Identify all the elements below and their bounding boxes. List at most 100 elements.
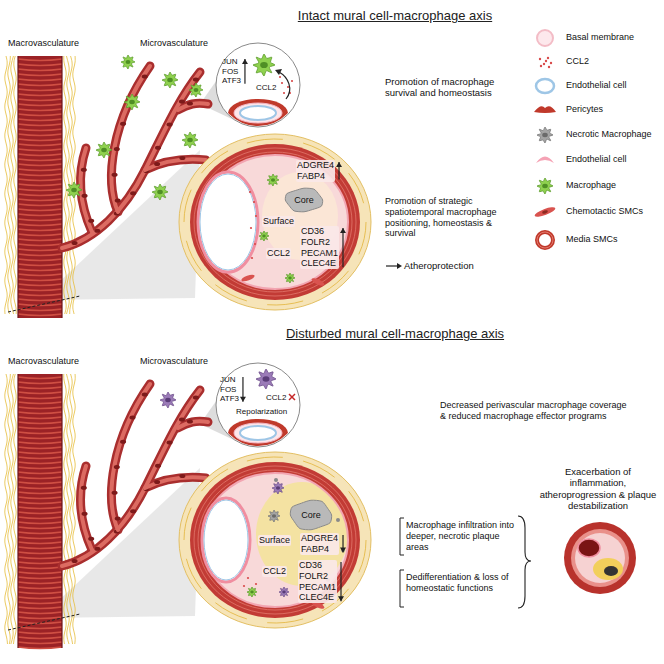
necrotic-area [604, 566, 618, 576]
inset-ground [216, 363, 300, 447]
basal-membrane [234, 103, 282, 123]
cell-nucleus [282, 591, 286, 594]
smooth-muscle-band [18, 502, 62, 504]
smooth-muscle-band [18, 647, 62, 649]
smooth-muscle-band [18, 134, 62, 136]
smooth-muscle-band [18, 442, 62, 444]
smooth-muscle-band [18, 497, 62, 499]
smooth-muscle-band [18, 572, 62, 574]
endothelium [240, 106, 276, 120]
region-label: Microvasculature [140, 38, 208, 49]
regulation-arrow [340, 535, 346, 553]
chemotactic-smc [311, 277, 326, 287]
smooth-muscle-band [18, 179, 62, 181]
cell-nucleus [167, 78, 173, 82]
pericyte [114, 465, 120, 469]
smooth-muscle-band [18, 552, 62, 554]
smooth-muscle-band [18, 557, 62, 559]
chemokine-dot [255, 583, 257, 585]
adventitia-fiber [14, 56, 16, 314]
arrow-head [340, 548, 346, 553]
effect-note: Promotion of strategic spatiotemporal ma… [385, 196, 525, 239]
capillary-lumen [178, 421, 208, 428]
smooth-muscle-band [18, 209, 62, 211]
smooth-muscle-band [18, 452, 62, 454]
cell-nucleus [194, 88, 199, 92]
state-label: Repolarization [236, 407, 287, 417]
legend-text: Basal membrane [566, 32, 658, 43]
adventitia [179, 452, 371, 628]
region-label: Surface [262, 216, 295, 227]
chemokine-label: CCL2 [256, 83, 276, 93]
smooth-muscle-band [18, 532, 62, 534]
adventitia-fiber [184, 190, 191, 222]
smooth-muscle-band [18, 154, 62, 156]
pericyte [94, 547, 100, 551]
smooth-muscle-band [18, 279, 62, 281]
cell-nucleus [157, 190, 163, 194]
chemokine-dot [548, 66, 550, 68]
media-smc-ring [194, 466, 356, 614]
macrophage-cell [182, 132, 198, 148]
cell-body [268, 510, 280, 522]
smooth-muscle-band [18, 507, 62, 509]
endothelial-cell-icon [536, 157, 554, 164]
macrovessel [5, 56, 75, 318]
adventitia-fiber [8, 56, 11, 314]
intima [202, 473, 348, 607]
pericyte-icon [534, 106, 556, 113]
legend-text: Media SMCs [566, 234, 658, 245]
adventitia-fiber [359, 540, 366, 572]
pericyte [130, 191, 136, 195]
chemokine-dot [255, 215, 257, 217]
smooth-muscle-band [18, 289, 62, 291]
pericyte [88, 537, 94, 541]
smooth-muscle-band [18, 269, 62, 271]
arrow-head [338, 596, 344, 601]
macrovessel [5, 374, 75, 649]
pericyte [72, 241, 78, 245]
inset-outline [216, 43, 300, 127]
endothelial-icon [536, 79, 554, 93]
smooth-muscle-band [18, 617, 62, 619]
plaque-ring [571, 529, 629, 587]
bracket [400, 518, 404, 555]
smooth-muscle-band [18, 587, 62, 589]
cell-body [96, 142, 112, 158]
smooth-muscle-band [18, 542, 62, 544]
macrophage-cell [121, 55, 135, 69]
necrotic-core: Core [290, 500, 332, 530]
smooth-muscle-band [18, 254, 62, 256]
smc-icon [534, 205, 557, 218]
lumen [202, 498, 250, 582]
smooth-muscle-band [18, 567, 62, 569]
smooth-muscle-band [18, 417, 62, 419]
smooth-muscle-band [18, 477, 62, 479]
legend-text: Endothelial cell [566, 80, 658, 91]
smooth-muscle-band [18, 109, 62, 111]
chemokine-label: CCL2 [266, 393, 286, 403]
vessel-wall [18, 374, 62, 648]
smooth-muscle-band [18, 314, 62, 316]
arrow-head [336, 162, 342, 167]
macrophage-cell [267, 174, 279, 186]
cell-body [253, 54, 275, 76]
cell-nucleus [542, 133, 548, 137]
pericyte [115, 517, 121, 521]
necrotic-core: Core [285, 188, 323, 212]
smooth-muscle-band [18, 412, 62, 414]
chemokine-dot [539, 58, 541, 60]
effect-note: Macrophage infiltration into deeper, nec… [406, 520, 518, 552]
cell-nucleus [101, 148, 107, 152]
pericyte [130, 509, 136, 513]
macrophage-cell [256, 369, 276, 389]
smooth-muscle-band [18, 169, 62, 171]
regulation-arrow [242, 59, 248, 84]
smooth-muscle-band [18, 457, 62, 459]
unstable-plaque-icon [564, 522, 636, 594]
pericyte [81, 168, 87, 172]
capillary-lumen [145, 159, 206, 170]
necrotic-core-shape [285, 188, 322, 212]
pericyte [112, 491, 118, 495]
